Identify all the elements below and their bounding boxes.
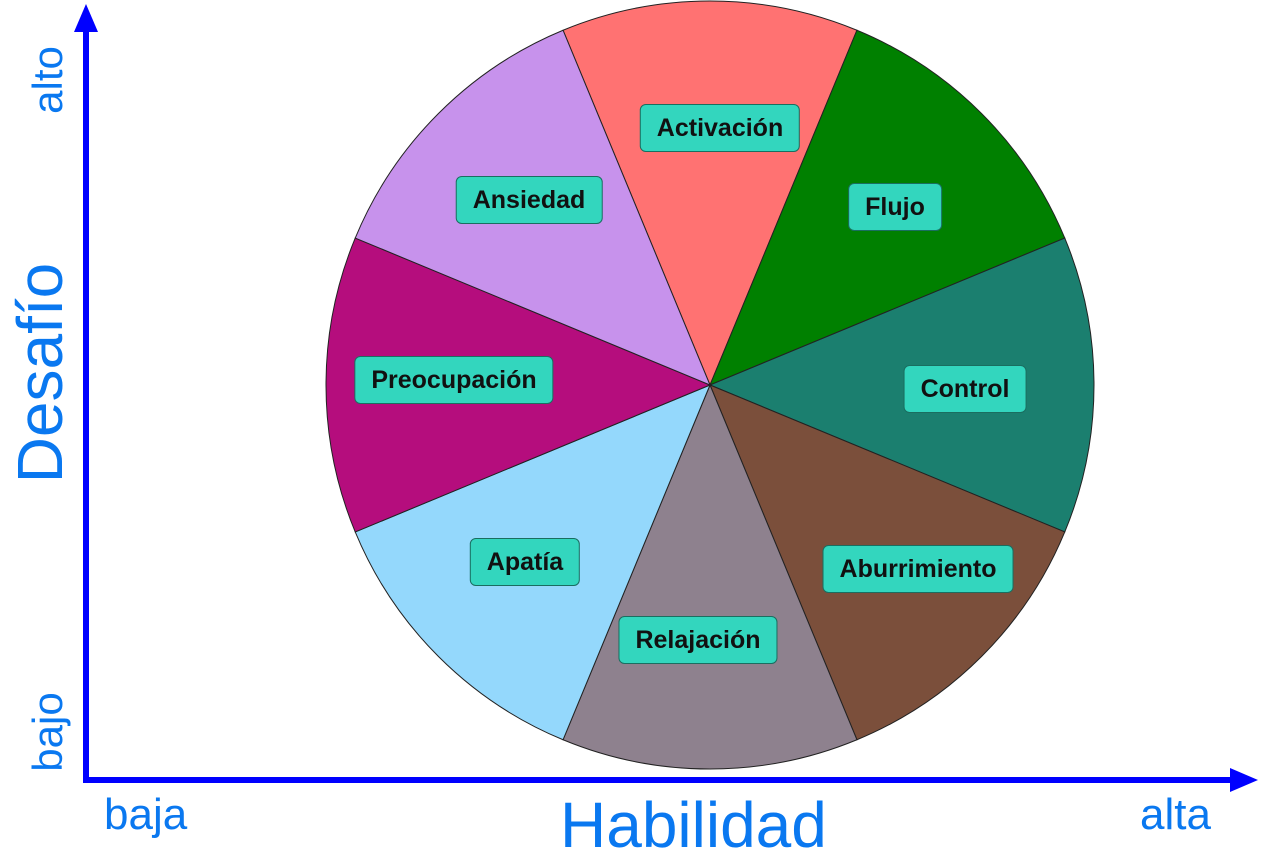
y-axis-arrow-icon — [74, 4, 98, 32]
slice-0 — [562, 0, 858, 387]
slice-label: Aburrimiento — [822, 545, 1014, 593]
x-axis-title: Habilidad — [560, 789, 827, 861]
x-axis-arrow-icon — [1230, 768, 1258, 792]
x-axis-low-label: baja — [104, 790, 188, 839]
slice-label: Flujo — [848, 183, 942, 231]
slice-label: Relajación — [618, 616, 778, 664]
y-axis-low-label: bajo — [24, 692, 71, 772]
y-axis-high-label: alto — [24, 46, 71, 114]
slice-label: Preocupación — [354, 356, 554, 404]
slice-label: Activación — [639, 104, 801, 152]
slice-2 — [708, 237, 1095, 533]
slice-4 — [562, 383, 858, 770]
slice-label: Control — [903, 365, 1027, 413]
slice-label: Apatía — [469, 538, 581, 586]
x-axis-high-label: alta — [1140, 790, 1211, 839]
slice-label: Ansiedad — [455, 176, 603, 224]
y-axis-title: Desafío — [4, 262, 76, 484]
